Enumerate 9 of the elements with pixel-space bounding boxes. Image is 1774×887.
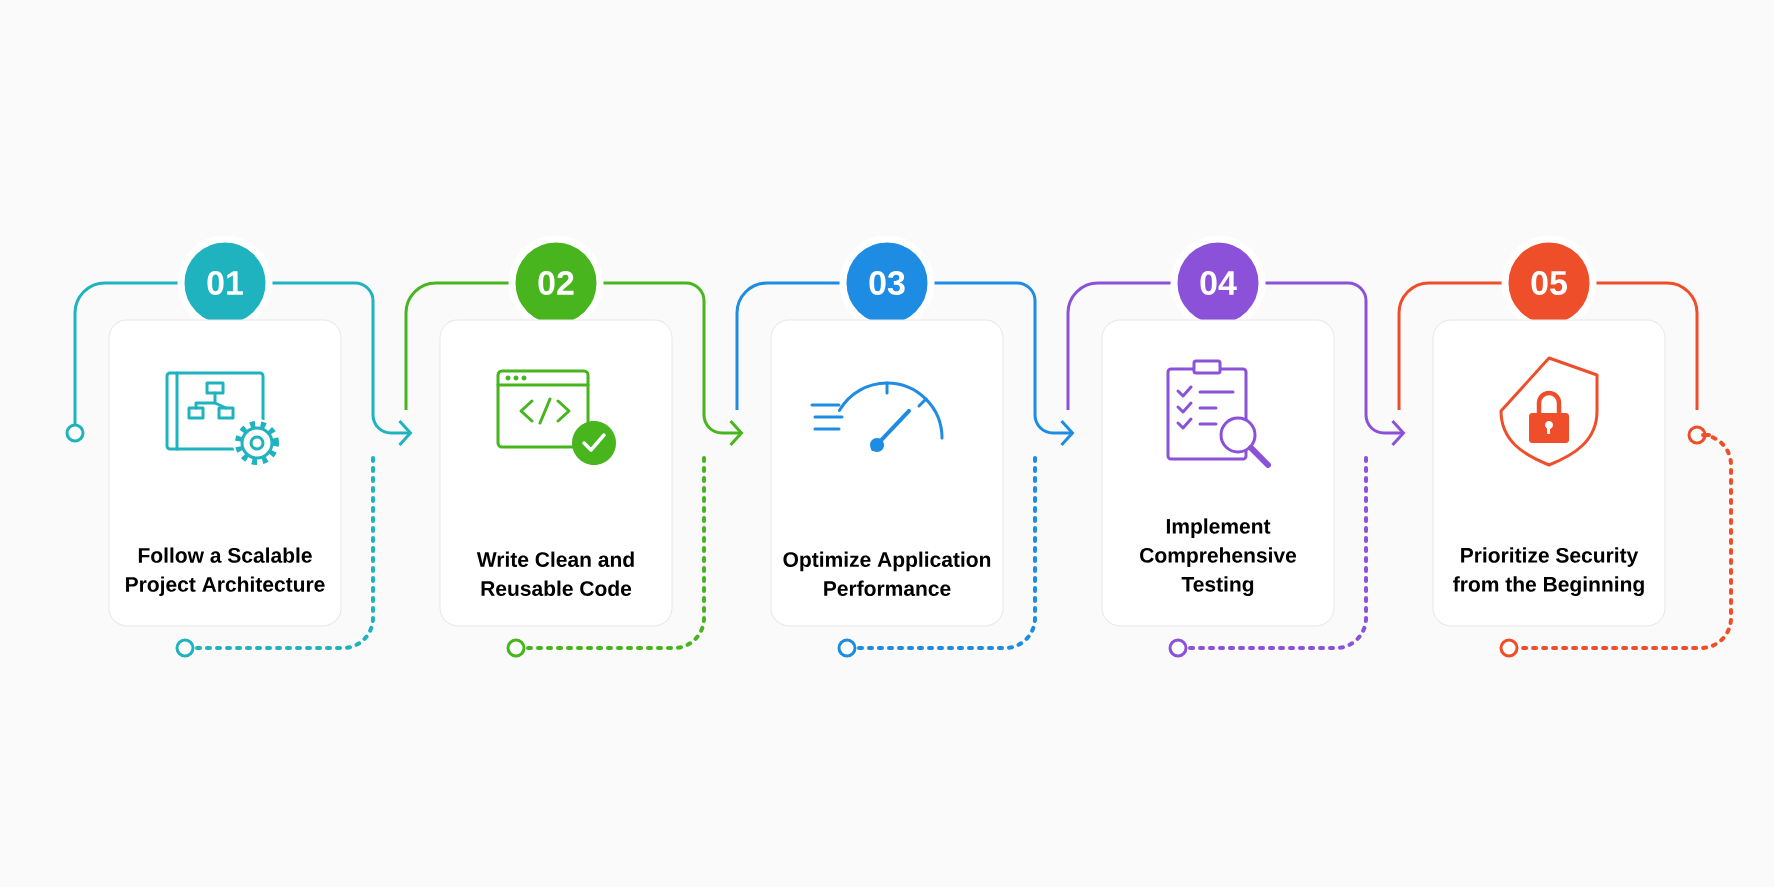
step-card: Write Clean and Reusable Code bbox=[439, 319, 673, 627]
step-card: Optimize Application Performance bbox=[770, 319, 1004, 627]
arrow bbox=[272, 281, 413, 446]
step-card: Implement Comprehensive Testing bbox=[1101, 319, 1335, 627]
step-card: Prioritize Security from the Beginning bbox=[1432, 319, 1666, 627]
step-card: Follow a Scalable Project Architecture bbox=[108, 319, 342, 627]
arrow bbox=[603, 281, 744, 446]
arrow bbox=[1265, 281, 1406, 446]
arrow bbox=[934, 281, 1075, 446]
